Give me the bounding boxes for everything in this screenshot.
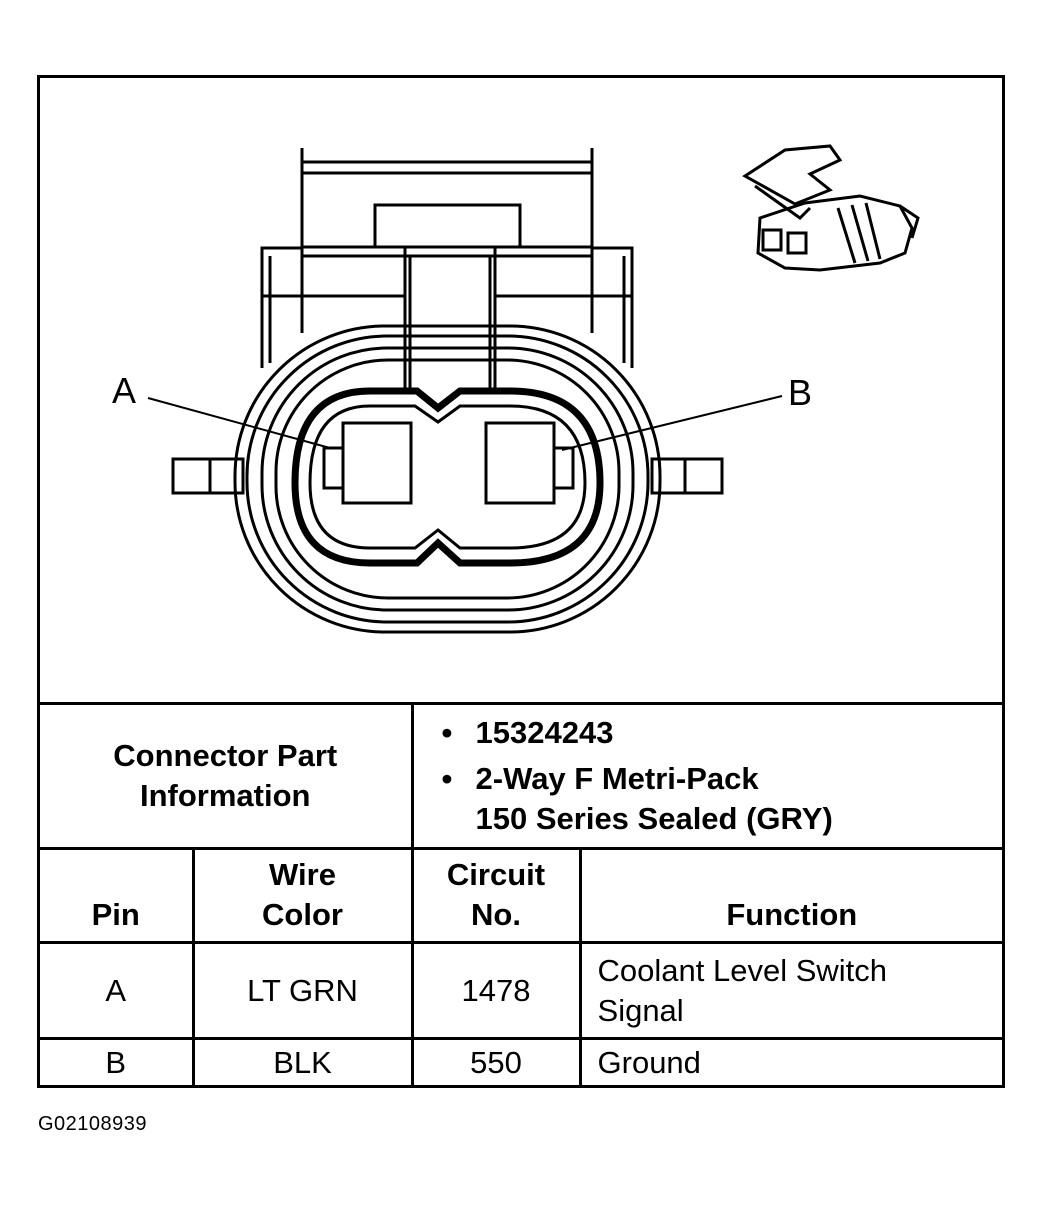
pin-table-header-row: Pin Wire Color Circuit No. Function <box>40 847 1003 944</box>
row-a-circuit: 1478 <box>410 941 582 1040</box>
icon-tail <box>899 204 920 239</box>
header-circuit-line1: Circuit <box>446 857 546 892</box>
shoulder-left <box>260 246 302 368</box>
part-description-item: • 2-Way F Metri-Pack 150 Series Sealed (… <box>442 759 1003 839</box>
shoulder-right <box>592 246 634 368</box>
terminal-cavity <box>291 387 604 567</box>
connector-figure-frame: A B Connector Part Information • 1532424… <box>37 75 1005 1088</box>
bullet-icon: • <box>441 761 453 796</box>
header-wire-color: Wire Color <box>191 847 414 944</box>
header-circuit-line2: No. <box>471 897 521 932</box>
pin-b-leader <box>561 395 783 451</box>
table-row: A LT GRN 1478 Coolant Level Switch Signa… <box>40 941 1003 1040</box>
connector-part-row: Connector Part Information • 15324243 • … <box>40 702 1003 850</box>
connector-face-diagram: A B <box>40 78 1002 702</box>
part-description-line2: 150 Series Sealed (GRY) <box>475 801 833 836</box>
row-a-pin: A <box>40 941 195 1040</box>
connector-part-details-cell: • 15324243 • 2-Way F Metri-Pack 150 Seri… <box>410 702 1003 850</box>
header-pin: Pin <box>40 847 195 944</box>
icon-cavity-1 <box>761 228 783 252</box>
icon-rib-1 <box>836 207 857 264</box>
pin-b-tab <box>552 446 575 490</box>
housing-ring-3 <box>274 358 621 600</box>
pin-a-terminal <box>341 421 413 505</box>
row-b-wire-color: BLK <box>191 1037 414 1087</box>
icon-rib-2 <box>850 204 870 262</box>
connector-face-svg <box>147 144 920 634</box>
pin-b-terminal <box>484 421 556 505</box>
icon-latch-arm <box>754 184 812 220</box>
latch-right <box>650 457 724 495</box>
header-wire-color-line2: Color <box>262 897 343 932</box>
latch-left <box>171 457 245 495</box>
icon-latch <box>742 144 843 206</box>
pin-b-label: B <box>788 372 813 413</box>
connector-3d-icon <box>742 144 920 272</box>
housing-ring-2 <box>260 346 635 612</box>
bullet-icon: • <box>441 715 453 750</box>
header-circuit: Circuit No. <box>410 847 582 944</box>
connector-part-title-cell: Connector Part Information <box>40 702 414 850</box>
figure-id: G02108939 <box>38 1113 148 1135</box>
header-wire-color-line1: Wire <box>269 857 336 892</box>
row-a-wire-color: LT GRN <box>191 941 414 1040</box>
part-number-item: • 15324243 <box>442 713 1003 753</box>
tab-window <box>373 203 522 249</box>
row-a-function-line2: Signal <box>597 992 684 1028</box>
housing-ring-1 <box>245 334 650 624</box>
terminal-cavity-inner <box>308 404 587 550</box>
connector-part-title-line1: Connector Part <box>113 738 338 773</box>
pin-a-label: A <box>112 370 137 411</box>
row-b-pin: B <box>40 1037 195 1087</box>
part-description-line1: 2-Way F Metri-Pack <box>475 761 759 796</box>
header-function-label: Function <box>726 897 858 932</box>
row-a-function: Coolant Level Switch Signal <box>578 941 1003 1040</box>
part-number: 15324243 <box>475 715 614 750</box>
connector-info-table: Connector Part Information • 15324243 • … <box>40 702 1003 1087</box>
row-b-function: Ground <box>578 1037 1003 1087</box>
connector-part-title-line2: Information <box>140 778 311 813</box>
pin-a-tab <box>322 446 345 490</box>
pin-a-leader <box>147 397 331 449</box>
icon-body <box>756 194 914 272</box>
icon-rib-3 <box>864 202 882 260</box>
header-function: Function <box>578 847 1003 944</box>
row-b-circuit: 550 <box>410 1037 582 1087</box>
row-a-function-line1: Coolant Level Switch <box>597 952 888 988</box>
housing-outer <box>233 324 662 634</box>
header-pin-label: Pin <box>91 897 140 932</box>
table-row: B BLK 550 Ground <box>40 1037 1003 1087</box>
icon-cavity-2 <box>786 231 808 255</box>
connector-part-list: • 15324243 • 2-Way F Metri-Pack 150 Seri… <box>414 705 1003 847</box>
